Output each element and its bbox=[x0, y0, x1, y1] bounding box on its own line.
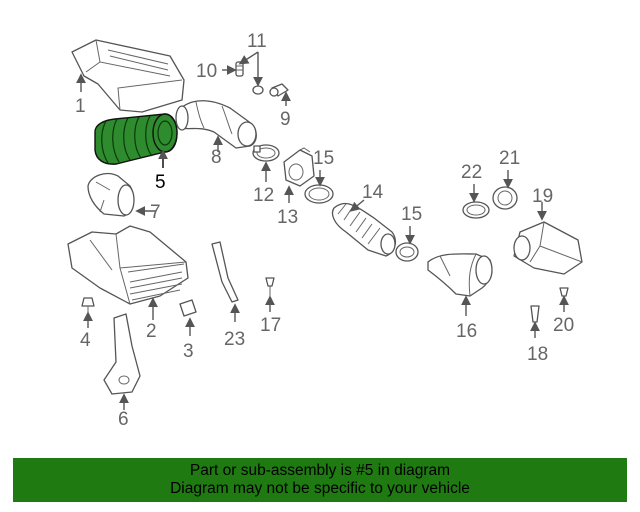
notice-line-1: Part or sub-assembly is #5 in diagram bbox=[189, 462, 451, 479]
hose-clamp-part[interactable] bbox=[252, 144, 280, 162]
callout-5[interactable]: 5 bbox=[155, 172, 166, 193]
air-cleaner-housing-part[interactable] bbox=[67, 225, 189, 305]
callout-22[interactable]: 22 bbox=[461, 162, 482, 183]
callout-23[interactable]: 23 bbox=[224, 329, 245, 350]
resonator-box-part[interactable] bbox=[513, 221, 583, 275]
intake-hose-part[interactable] bbox=[331, 202, 397, 257]
callout-17[interactable]: 17 bbox=[260, 315, 281, 336]
callout-6[interactable]: 6 bbox=[118, 409, 129, 430]
part-notice-banner: Part or sub-assembly is #5 in diagram Di… bbox=[13, 458, 627, 502]
duct-clamp-part[interactable] bbox=[462, 201, 490, 219]
callout-1[interactable]: 1 bbox=[75, 96, 86, 117]
air-intake-duct-part-selected[interactable] bbox=[94, 113, 178, 165]
notice-line-2: Diagram may not be specific to your vehi… bbox=[170, 480, 470, 497]
callout-7[interactable]: 7 bbox=[150, 202, 161, 223]
retaining-nut-part[interactable] bbox=[559, 287, 569, 297]
air-cleaner-cover-part[interactable] bbox=[71, 39, 185, 113]
mass-airflow-tube-part[interactable] bbox=[87, 172, 135, 217]
vent-hose-part[interactable] bbox=[211, 241, 239, 303]
callout-12[interactable]: 12 bbox=[253, 185, 274, 206]
throttle-adapter-part[interactable] bbox=[283, 147, 315, 187]
callout-15-lower[interactable]: 15 bbox=[401, 204, 422, 225]
callout-13[interactable]: 13 bbox=[277, 207, 298, 228]
sensor-bolt-part[interactable] bbox=[235, 61, 244, 77]
callout-15-upper[interactable]: 15 bbox=[313, 148, 334, 169]
callout-11[interactable]: 11 bbox=[247, 31, 267, 52]
mounting-stud-part[interactable] bbox=[265, 277, 275, 296]
parts-diagram: 1 5 8 10 11 9 12 bbox=[67, 31, 583, 430]
callout-4[interactable]: 4 bbox=[80, 330, 91, 351]
callout-16[interactable]: 16 bbox=[456, 321, 477, 342]
air-temp-sensor-part[interactable] bbox=[269, 83, 289, 97]
callout-14[interactable]: 14 bbox=[362, 182, 384, 203]
callout-9[interactable]: 9 bbox=[280, 109, 291, 130]
callout-8[interactable]: 8 bbox=[211, 147, 222, 168]
hose-clamp-upper-part[interactable] bbox=[304, 184, 334, 204]
duct-coupler-part[interactable] bbox=[492, 186, 518, 210]
push-pin-part[interactable] bbox=[530, 305, 540, 323]
callout-18[interactable]: 18 bbox=[527, 344, 548, 365]
retaining-clip-part[interactable] bbox=[179, 299, 197, 317]
callout-21[interactable]: 21 bbox=[499, 148, 520, 169]
hose-clamp-lower-part[interactable] bbox=[395, 242, 419, 262]
callout-2[interactable]: 2 bbox=[146, 321, 157, 342]
mounting-bracket-part[interactable] bbox=[103, 313, 141, 395]
mounting-bolt-part[interactable] bbox=[81, 297, 95, 312]
grommet-part[interactable] bbox=[252, 85, 264, 95]
callout-20[interactable]: 20 bbox=[553, 315, 574, 336]
resonator-tube-part[interactable] bbox=[175, 100, 257, 149]
callout-19[interactable]: 19 bbox=[532, 186, 553, 207]
outlet-duct-part[interactable] bbox=[427, 253, 493, 297]
callout-10[interactable]: 10 bbox=[196, 61, 217, 82]
callout-3[interactable]: 3 bbox=[183, 341, 194, 362]
